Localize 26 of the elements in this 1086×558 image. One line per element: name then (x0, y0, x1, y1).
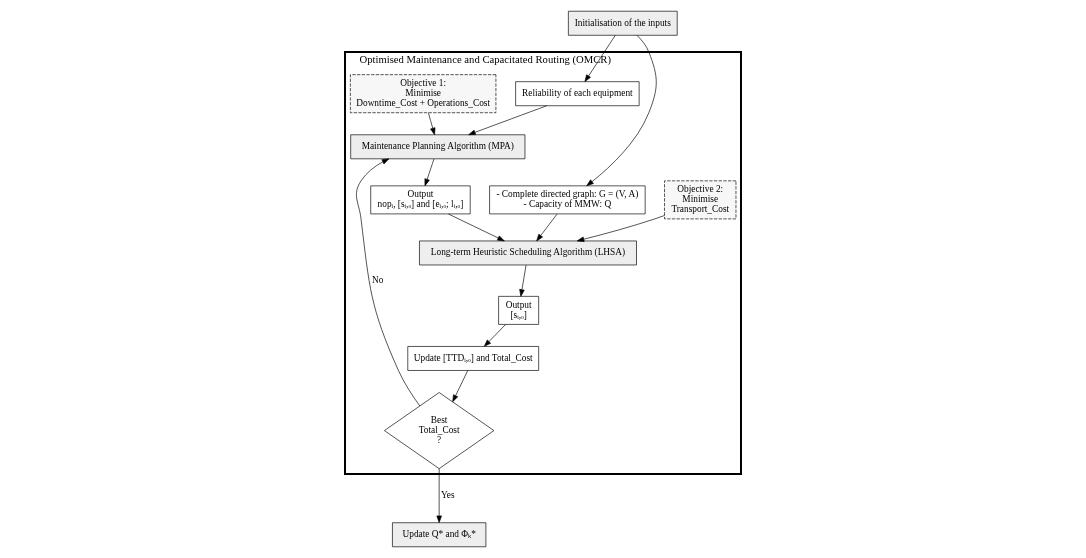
node-box: Reliability of each equipment (515, 81, 640, 107)
node-box: - Complete directed graph: G = (V, A) - Capacity of MMW: Q (489, 185, 646, 215)
arrow (519, 264, 527, 297)
arrow (356, 158, 421, 407)
arrow (436, 468, 442, 523)
arrow (424, 158, 435, 187)
node-box: Output [sᵢ,ₒ] (498, 296, 539, 325)
node-box: Objective 2: Minimise Transport_Cost (664, 180, 737, 220)
node-box: Update [TTDᵢ,ₒ] and Total_Cost (407, 346, 539, 371)
node-box: Output nopᵢ, [sᵢ,ₒ] and [eᵢ,ₒ; lᵢ,ₒ] (370, 185, 471, 215)
node-box: Initialisation of the inputs (568, 10, 678, 36)
arrow (452, 370, 469, 403)
node-box: Long-term Heuristic Scheduling Algorithm (LHSA) (419, 240, 637, 266)
node-box: Update Q* and Φₖ* (392, 522, 487, 548)
node-box: Maintenance Planning Algorithm (MPA) (350, 134, 526, 160)
arrow (584, 35, 616, 82)
arrow (448, 213, 505, 242)
edge-label: No (372, 275, 384, 286)
arrow (484, 324, 506, 347)
arrow (536, 213, 558, 242)
node-box: Objective 1: Minimise Downtime_Cost + Operations_Cost (350, 74, 497, 114)
arrow (428, 112, 436, 136)
arrow (576, 215, 665, 242)
arrow (586, 34, 657, 187)
edge-label: Yes (441, 490, 455, 501)
arrow (468, 105, 548, 136)
